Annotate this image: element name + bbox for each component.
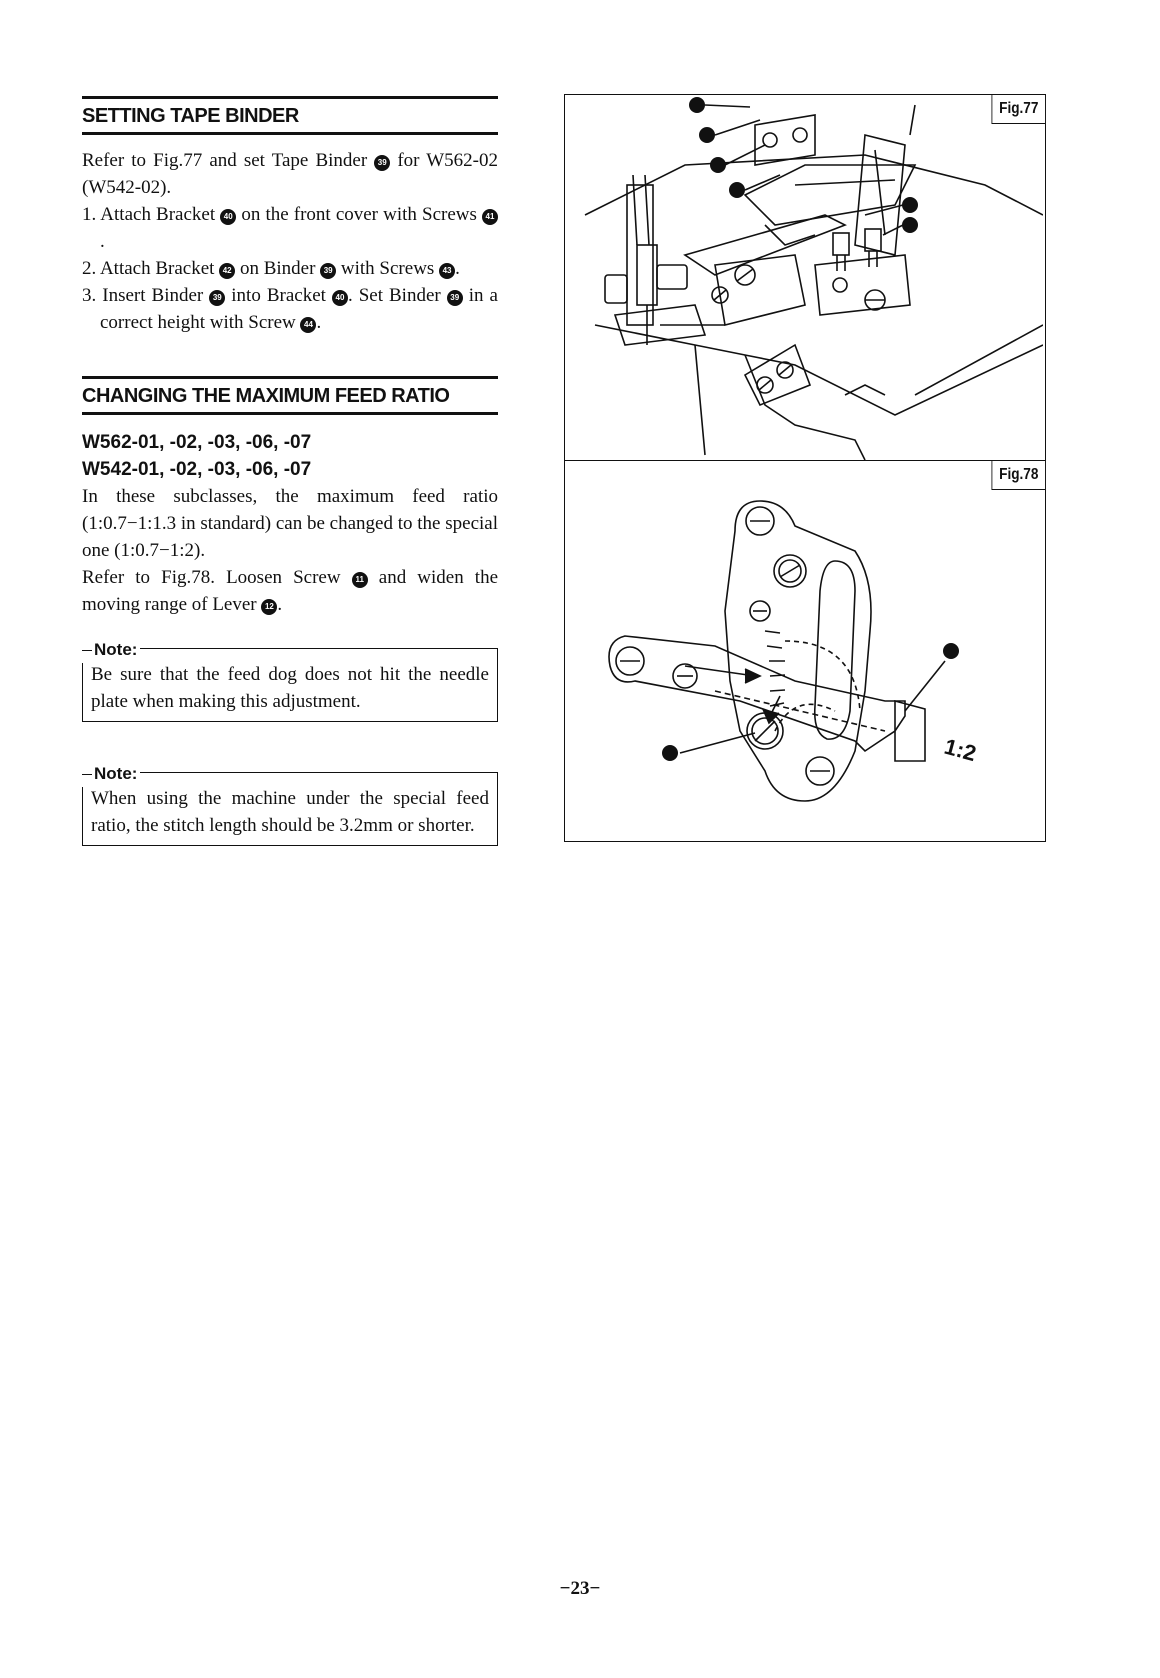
part-number-marker: 44 [300, 317, 317, 333]
figure-77-panel: Fig.77 [565, 95, 1045, 461]
ratio-label: 1:2 [942, 734, 979, 766]
intro-paragraph: Refer to Fig.77 and set Tape Binder 39 f… [82, 150, 498, 198]
part-number-marker: 41 [482, 209, 498, 225]
part-number-marker: 43 [439, 263, 456, 279]
section-heading-feed-ratio: CHANGING THE MAXIMUM FEED RATIO [82, 376, 498, 415]
note-box-stitch-length: Note: When using the machine under the s… [82, 760, 498, 846]
part-number-marker: 39 [374, 155, 391, 171]
list-item: 2. Attach Bracket 42 on Binder 39 with S… [82, 258, 460, 279]
callout-marker [902, 217, 918, 233]
callout-marker [699, 127, 715, 143]
figure-78-label: Fig.78 [991, 461, 1045, 490]
part-number-marker: 39 [209, 290, 226, 306]
text-column: SETTING TAPE BINDER Refer to Fig.77 and … [82, 96, 498, 846]
heading-text: SETTING TAPE BINDER [82, 105, 299, 127]
callout-marker [943, 643, 959, 659]
page-number: −23− [559, 1578, 601, 1599]
figure-78-panel: Fig.78 [565, 461, 1045, 841]
note-label: Note: [82, 760, 141, 787]
steps-list: 1. Attach Bracket 40 on the front cover … [82, 201, 498, 336]
subclass-heading: W542-01, -02, -03, -06, -07 [82, 459, 312, 480]
note-text: When using the machine under the special… [91, 788, 489, 836]
figure-77-label: Fig.77 [991, 95, 1045, 124]
callout-marker [662, 745, 678, 761]
part-number-marker: 39 [446, 290, 463, 306]
part-number-marker: 40 [331, 290, 348, 306]
list-item: 1. Attach Bracket 40 on the front cover … [82, 201, 498, 255]
part-number-marker: 42 [219, 263, 236, 279]
section-heading-tape-binder: SETTING TAPE BINDER [82, 96, 498, 135]
part-number-marker: 12 [261, 599, 278, 615]
note-text: Be sure that the feed dog does not hit t… [91, 664, 489, 712]
callout-marker [902, 197, 918, 213]
note-label: Note: [82, 636, 141, 663]
part-number-marker: 39 [320, 263, 337, 279]
part-number-marker: 11 [351, 572, 368, 588]
feed-lever-illustration: 1:2 [608, 500, 979, 802]
loosen-screw-paragraph: Refer to Fig.78. Loosen Screw 11 and wid… [82, 567, 499, 615]
tape-binder-illustration [584, 97, 1043, 460]
part-number-marker: 40 [220, 209, 237, 225]
note-box-feed-dog: Note: Be sure that the feed dog does not… [82, 636, 498, 722]
callout-marker [729, 182, 745, 198]
list-item: 3. Insert Binder 39 into Bracket 40. Set… [82, 285, 498, 333]
heading-text: CHANGING THE MAXIMUM FEED RATIO [82, 385, 450, 407]
subclass-heading: W562-01, -02, -03, -06, -07 [82, 432, 312, 453]
callout-marker [710, 157, 726, 173]
feed-ratio-paragraph: In these subclasses, the maximum feed ra… [82, 486, 498, 561]
figure-box: Fig.77 [564, 94, 1046, 842]
callout-marker [689, 97, 705, 113]
